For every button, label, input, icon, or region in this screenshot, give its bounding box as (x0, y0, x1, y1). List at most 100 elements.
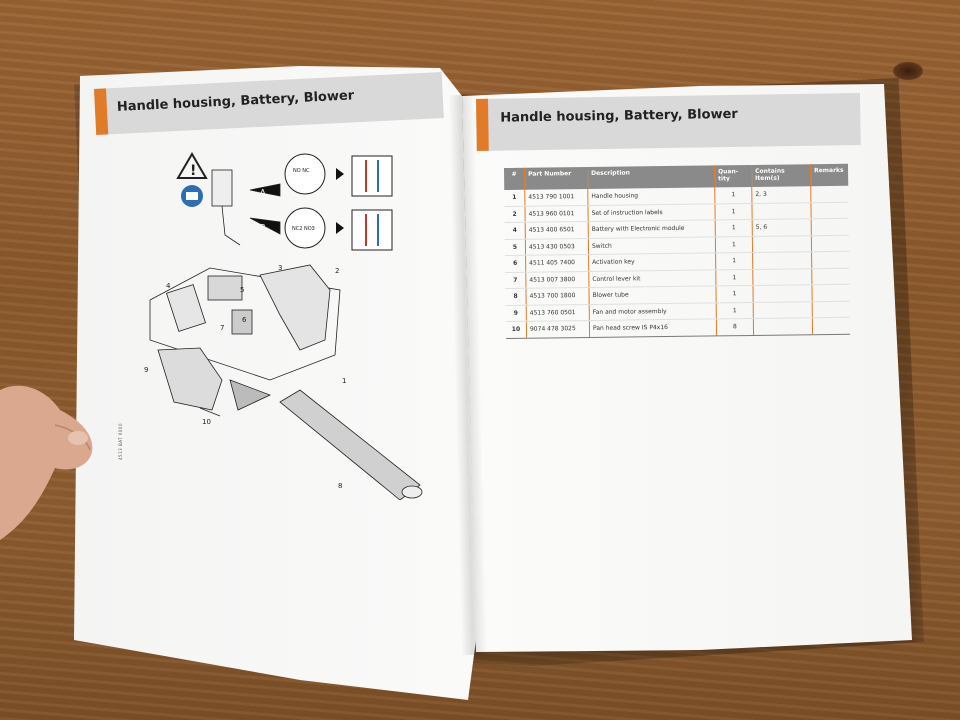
callout-1: 1 (342, 377, 346, 385)
cell-remarks (811, 251, 850, 269)
cell-part-number: 4513 430 0503 (525, 237, 589, 256)
cell-part-number: 4513 400 6501 (525, 221, 589, 239)
cell-description: Activation key (588, 252, 716, 271)
col-header-remarks: Remarks (810, 163, 849, 187)
detail-label-b: B (260, 223, 266, 232)
wiring-box-a (351, 155, 393, 197)
cell-remarks (811, 218, 849, 236)
cell-quantity: 1 (715, 219, 753, 237)
warning-triangle-icon (176, 152, 208, 179)
switch-label-no-nc: NO NC (293, 168, 310, 174)
cell-quantity: 1 (714, 202, 753, 220)
detail-label-a: A (260, 188, 266, 197)
cell-description: Handle housing (587, 187, 715, 205)
detail-a-arrow (249, 183, 281, 197)
callout-9: 9 (144, 366, 148, 374)
cell-num: 9 (505, 304, 527, 322)
cell-quantity: 1 (716, 301, 754, 319)
detail-a-circle (284, 153, 326, 195)
cell-num: 7 (505, 271, 526, 289)
cell-part-number: 4513 700 1800 (525, 287, 590, 305)
cell-num: 2 (504, 205, 526, 223)
cell-num: 5 (504, 238, 526, 256)
wood-knot (893, 62, 923, 80)
callout-3: 3 (278, 264, 282, 272)
callout-4: 4 (166, 282, 171, 290)
parts-table-container: # Part Number Description Quan- tity Con… (504, 163, 851, 339)
cell-part-number: 4513 760 0501 (526, 303, 590, 322)
left-page-title: Handle housing, Battery, Blower (116, 88, 355, 115)
cell-contains: 5, 6 (752, 218, 812, 236)
col-header-description: Description (587, 165, 715, 189)
cell-description: Set of instruction labels (587, 203, 716, 222)
cell-contains (752, 284, 813, 302)
detail-b-arrow (249, 217, 281, 235)
cell-remarks (811, 234, 850, 252)
cell-remarks (811, 267, 850, 285)
cell-num: 8 (505, 288, 527, 305)
cell-num: 4 (504, 222, 526, 239)
svg-text:!: ! (190, 163, 196, 179)
cell-num: 10 (505, 321, 527, 338)
cell-quantity: 1 (715, 285, 754, 303)
battery-module (207, 275, 243, 301)
col-header-contains: Contains Item(s) (751, 164, 811, 187)
cell-remarks (812, 317, 851, 335)
cell-remarks (810, 201, 849, 219)
cell-remarks (811, 284, 850, 302)
right-page-header: Handle housing, Battery, Blower (476, 92, 861, 151)
cell-description: Blower tube (588, 285, 717, 304)
switch-label-nc2-no3: NC2 NO3 (292, 226, 315, 232)
right-page-title: Handle housing, Battery, Blower (500, 106, 738, 126)
cell-part-number: 4513 960 0101 (524, 204, 589, 223)
cell-description: Fan and motor assembly (589, 302, 717, 321)
header-accent-bar (476, 98, 489, 151)
cell-num: 6 (505, 255, 526, 272)
cell-part-number: 4511 405 7400 (525, 254, 589, 272)
cell-contains (752, 268, 812, 286)
hand (0, 385, 93, 540)
cell-contains (753, 317, 813, 335)
col-header-num: # (504, 167, 525, 190)
cell-contains: 2, 3 (751, 186, 811, 203)
cell-description: Control lever kit (588, 269, 716, 288)
callout-8: 8 (338, 482, 342, 490)
cell-quantity: 1 (715, 252, 753, 270)
col-header-part-number: Part Number (524, 166, 588, 190)
cell-part-number: 4513 790 1001 (524, 188, 588, 206)
fan-motor-cone (229, 379, 272, 411)
cell-contains (751, 202, 812, 220)
fan-housing (157, 347, 223, 411)
detail-b-circle (284, 207, 326, 249)
callout-7: 7 (220, 324, 224, 332)
blower-tube (279, 389, 421, 500)
col-header-quantity: Quan- tity (714, 164, 752, 188)
cell-remarks (810, 185, 849, 203)
wiring-box-b (351, 209, 393, 251)
cell-quantity: 1 (715, 268, 753, 286)
cell-contains (752, 235, 812, 253)
battery-pad (166, 284, 206, 332)
cell-part-number: 9074 478 3025 (526, 320, 590, 338)
callout-10: 10 (202, 418, 211, 426)
switch-part (231, 309, 253, 335)
callout-5: 5 (240, 286, 244, 294)
cell-contains (753, 301, 813, 319)
cell-description: Pan head screw IS P4x16 (589, 318, 717, 337)
cell-quantity: 1 (715, 235, 753, 253)
parts-table: # Part Number Description Quan- tity Con… (504, 163, 851, 339)
cell-remarks (812, 300, 850, 318)
diagram-side-code: 4513 BAT 0000 (118, 422, 123, 460)
cell-contains (752, 251, 812, 269)
cell-description: Switch (588, 236, 716, 255)
cell-description: Battery with Electronic module (588, 219, 716, 238)
cell-quantity: 8 (716, 318, 754, 336)
exploded-parts-diagram: ! A B NO NC NC2 NO3 (144, 152, 423, 500)
cell-num: 1 (504, 189, 525, 206)
callout-6: 6 (242, 316, 247, 324)
cell-quantity: 1 (714, 186, 752, 204)
handle-housing (259, 264, 331, 351)
